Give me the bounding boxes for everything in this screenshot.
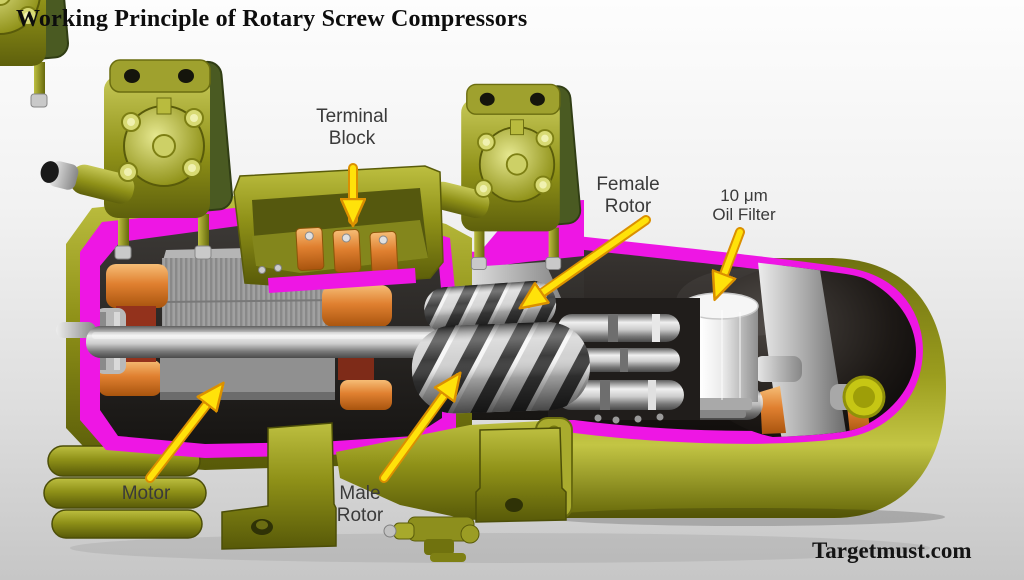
drain-valve xyxy=(383,516,480,562)
label-female-rotor-line2: Rotor xyxy=(604,195,652,217)
label-terminal-block: Terminal Block xyxy=(316,106,388,149)
oil-wedge xyxy=(760,386,786,434)
motor-shaft xyxy=(56,322,476,358)
annotation-arrows xyxy=(145,163,745,483)
label-male-rotor-line1: Male xyxy=(339,483,381,504)
arrow-motor xyxy=(145,386,221,483)
stator-winding xyxy=(340,380,392,410)
ground-shadow xyxy=(70,533,930,563)
label-male-rotor: Male Rotor xyxy=(337,483,383,526)
arrow-male-rotor xyxy=(379,376,458,483)
label-male-rotor-line2: Rotor xyxy=(336,504,384,526)
arrow-female-rotor xyxy=(523,215,651,306)
label-motor-line1: Motor xyxy=(121,483,171,504)
terminal-lugs xyxy=(295,227,399,275)
mounting-foot-right xyxy=(475,427,567,523)
label-female-rotor-line1: Female xyxy=(596,174,660,195)
label-terminal-block-line2: Block xyxy=(328,127,376,149)
cut-face-strip xyxy=(268,268,416,293)
tank-port xyxy=(830,375,886,419)
label-motor: Motor xyxy=(122,483,171,505)
mounting-foot-left xyxy=(221,422,337,550)
page-title: Working Principle of Rotary Screw Compre… xyxy=(16,6,528,32)
terminal-block xyxy=(233,165,444,293)
stator-winding xyxy=(322,285,392,327)
label-oil-filter: 10 μm Oil Filter xyxy=(712,186,775,225)
label-oil-filter-line1: 10 μm xyxy=(720,186,768,205)
valve-assembly xyxy=(0,0,69,108)
arrow-oil-filter xyxy=(716,227,745,296)
label-terminal-block-line1: Terminal xyxy=(316,106,388,127)
label-female-rotor: Female Rotor xyxy=(596,174,659,217)
watermark: Targetmust.com xyxy=(812,538,972,563)
stator-winding xyxy=(106,264,168,308)
label-oil-filter-line2: Oil Filter xyxy=(712,205,776,225)
